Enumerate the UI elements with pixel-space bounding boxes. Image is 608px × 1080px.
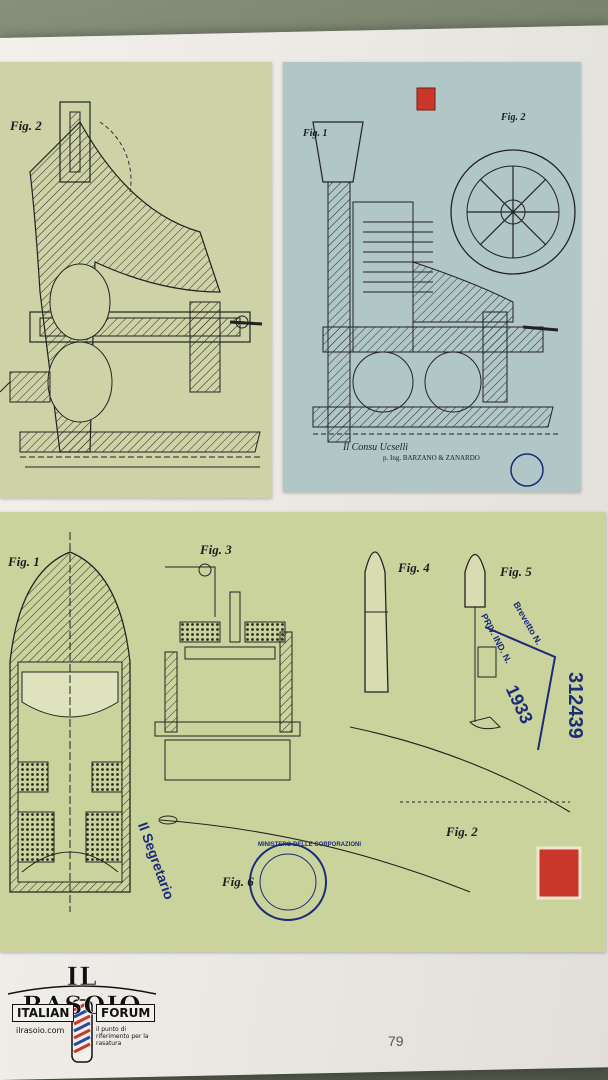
postage-stamp <box>536 846 582 900</box>
logo-tagline: il punto di riferimento per la rasatura <box>96 1026 149 1047</box>
page-number: 79 <box>388 1033 404 1049</box>
ministry-seal <box>249 843 327 921</box>
gear-wheel-figure <box>450 149 576 275</box>
fig-label: Fig. 1 <box>8 554 40 569</box>
patent-drawing-panel-right: Fig. 1 Fig. 2 Il Consu Ucselli p. Ing. B… <box>283 62 581 492</box>
machine-section-drawing <box>0 101 263 468</box>
fig-label: Fig. 5 <box>500 564 532 579</box>
logo-site: ilrasoio.com <box>16 1026 65 1035</box>
fig-label: Fig. 2 <box>501 112 526 123</box>
il-rasoio-logo: IL RASOIO ITALIAN FORUM ilrasoio.com il … <box>4 958 160 1076</box>
signature: Il Consu Ucselli <box>343 442 408 453</box>
patent-number: 312439 <box>564 672 586 739</box>
fig-label: Fig. 2 <box>10 118 42 133</box>
fig-label: Fig. 3 <box>200 542 232 557</box>
logo-left-banner: ITALIAN <box>12 1004 75 1022</box>
patent-drawing-panel-bottom: Fig. 1 Fig. 2 Fig. 3 Fig. 4 Fig. 5 Fig. … <box>0 512 606 952</box>
postage-stamp <box>416 87 436 111</box>
fig-label: Fig. 4 <box>398 560 430 575</box>
machine-with-wheel-drawing <box>312 87 576 487</box>
patent-drawing-panel-left: Fig. 2 <box>0 62 272 498</box>
seal-text: MINISTERO DELLE CORPORAZIONI <box>258 842 362 848</box>
office-seal <box>510 453 544 487</box>
logo-right-banner: FORUM <box>96 1004 156 1022</box>
fig-label: Fig. 2 <box>446 824 478 839</box>
projectile-figures-drawing <box>9 532 582 921</box>
agent-caption: p. Ing. BARZANO & ZANARDO <box>383 454 480 462</box>
fig-label: Fig. 1 <box>303 128 328 139</box>
fig-label: Fig. 6 <box>222 874 254 889</box>
